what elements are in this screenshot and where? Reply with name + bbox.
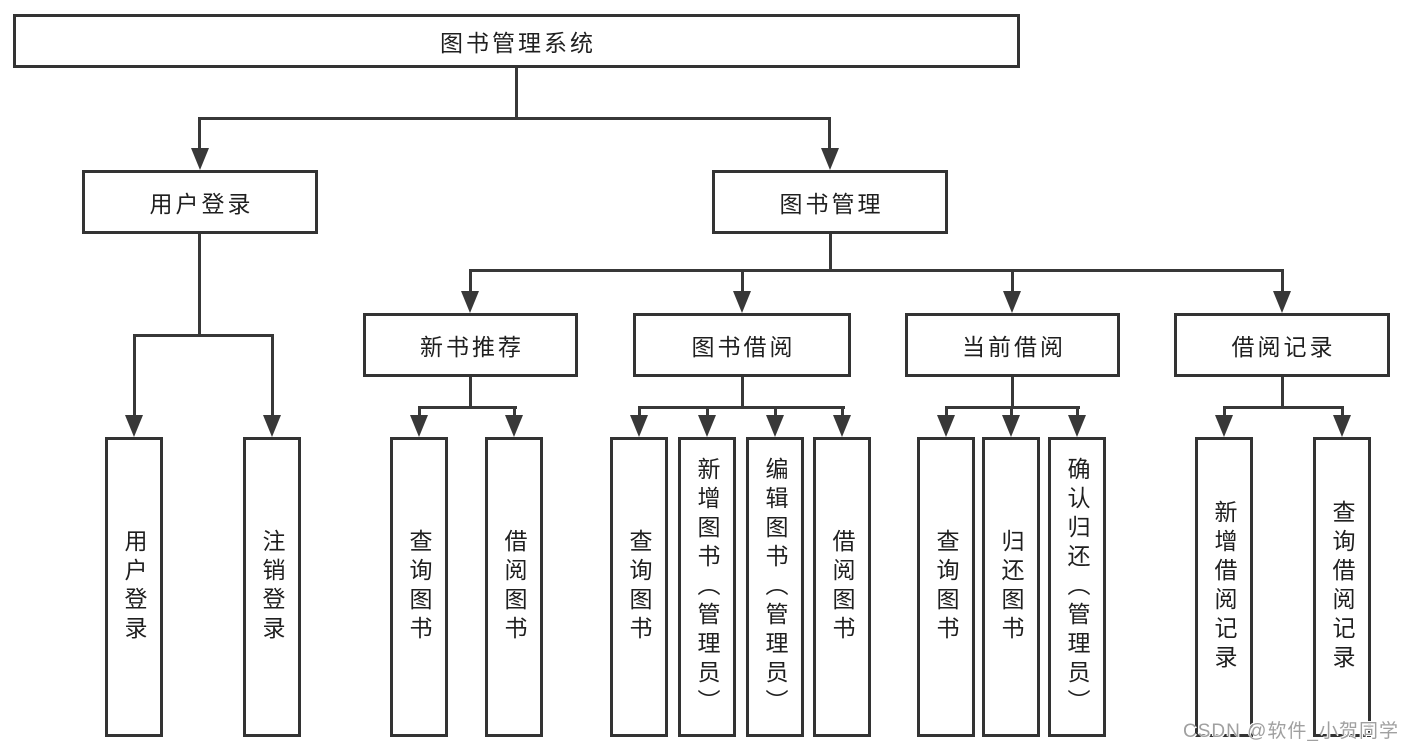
- leaf-current-return-books: 归还图书: [982, 437, 1040, 737]
- node-new-book-recommend: 新书推荐: [363, 313, 578, 377]
- arrowhead-down-icon: [263, 415, 281, 437]
- connector-records-drop-1: [1223, 406, 1226, 417]
- connector-borrow-drop-2: [706, 406, 709, 417]
- connector-borrow-drop-4: [841, 406, 844, 417]
- node-book-borrowing: 图书借阅: [633, 313, 851, 377]
- connector-borrow-stem: [741, 377, 744, 407]
- connector-records-stem: [1281, 377, 1284, 407]
- connector-level3-bar: [469, 269, 1284, 272]
- arrowhead-down-icon: [1273, 291, 1291, 313]
- connector-records-drop-2: [1341, 406, 1344, 417]
- leaf-current-confirm-return-admin: 确认归还（管理员）: [1048, 437, 1106, 737]
- arrowhead-down-icon: [1333, 415, 1351, 437]
- connector-current-stem: [1011, 377, 1014, 407]
- leaf-borrow-edit-books-admin: 编辑图书（管理员）: [746, 437, 804, 737]
- connector-login-drop-2: [271, 334, 274, 417]
- connector-login-stem: [198, 234, 201, 335]
- node-borrowing-records: 借阅记录: [1174, 313, 1390, 377]
- connector-level3-drop-1: [469, 269, 472, 293]
- arrowhead-down-icon: [821, 148, 839, 170]
- connector-newbooks-drop-2: [513, 406, 516, 417]
- arrowhead-down-icon: [505, 415, 523, 437]
- connector-level3-drop-2: [741, 269, 744, 293]
- leaf-newrec-borrow-books: 借阅图书: [485, 437, 543, 737]
- connector-newbooks-bar: [418, 406, 517, 409]
- leaf-borrow-borrow-books: 借阅图书: [813, 437, 871, 737]
- node-user-login: 用户登录: [82, 170, 318, 234]
- connector-records-bar: [1223, 406, 1344, 409]
- connector-newbooks-drop-1: [418, 406, 421, 417]
- connector-current-drop-2: [1010, 406, 1013, 417]
- arrowhead-down-icon: [410, 415, 428, 437]
- connector-borrow-bar: [638, 406, 845, 409]
- connector-borrow-drop-1: [638, 406, 641, 417]
- connector-newbooks-stem: [469, 377, 472, 407]
- node-current-borrowing: 当前借阅: [905, 313, 1120, 377]
- arrowhead-down-icon: [733, 291, 751, 313]
- node-book-management: 图书管理: [712, 170, 948, 234]
- arrowhead-down-icon: [833, 415, 851, 437]
- arrowhead-down-icon: [630, 415, 648, 437]
- leaf-records-query-record: 查询借阅记录: [1313, 437, 1371, 737]
- leaf-newrec-query-books: 查询图书: [390, 437, 448, 737]
- arrowhead-down-icon: [1002, 415, 1020, 437]
- leaf-logout: 注销登录: [243, 437, 301, 737]
- leaf-records-add-record: 新增借阅记录: [1195, 437, 1253, 737]
- connector-mgmt-stem: [829, 234, 832, 270]
- connector-root-stem: [515, 68, 518, 118]
- leaf-user-login: 用户登录: [105, 437, 163, 737]
- arrowhead-down-icon: [1068, 415, 1086, 437]
- leaf-borrow-add-books-admin: 新增图书（管理员）: [678, 437, 736, 737]
- connector-login-drop-1: [133, 334, 136, 417]
- arrowhead-down-icon: [125, 415, 143, 437]
- leaf-current-query-books: 查询图书: [917, 437, 975, 737]
- connector-level2-bar: [198, 117, 831, 120]
- connector-current-drop-1: [945, 406, 948, 417]
- connector-level3-drop-3: [1011, 269, 1014, 293]
- arrowhead-down-icon: [461, 291, 479, 313]
- connector-level2-drop-book-mgmt: [828, 117, 831, 150]
- arrowhead-down-icon: [1003, 291, 1021, 313]
- connector-current-drop-3: [1076, 406, 1079, 417]
- connector-borrow-drop-3: [774, 406, 777, 417]
- arrowhead-down-icon: [937, 415, 955, 437]
- arrowhead-down-icon: [766, 415, 784, 437]
- arrowhead-down-icon: [698, 415, 716, 437]
- node-library-system: 图书管理系统: [13, 14, 1020, 68]
- leaf-borrow-query-books: 查询图书: [610, 437, 668, 737]
- connector-level3-drop-4: [1281, 269, 1284, 293]
- csdn-watermark: CSDN @软件_小贺同学: [1183, 721, 1399, 742]
- connector-level2-drop-user-login: [198, 117, 201, 150]
- connector-login-bar: [133, 334, 274, 337]
- arrowhead-down-icon: [1215, 415, 1233, 437]
- arrowhead-down-icon: [191, 148, 209, 170]
